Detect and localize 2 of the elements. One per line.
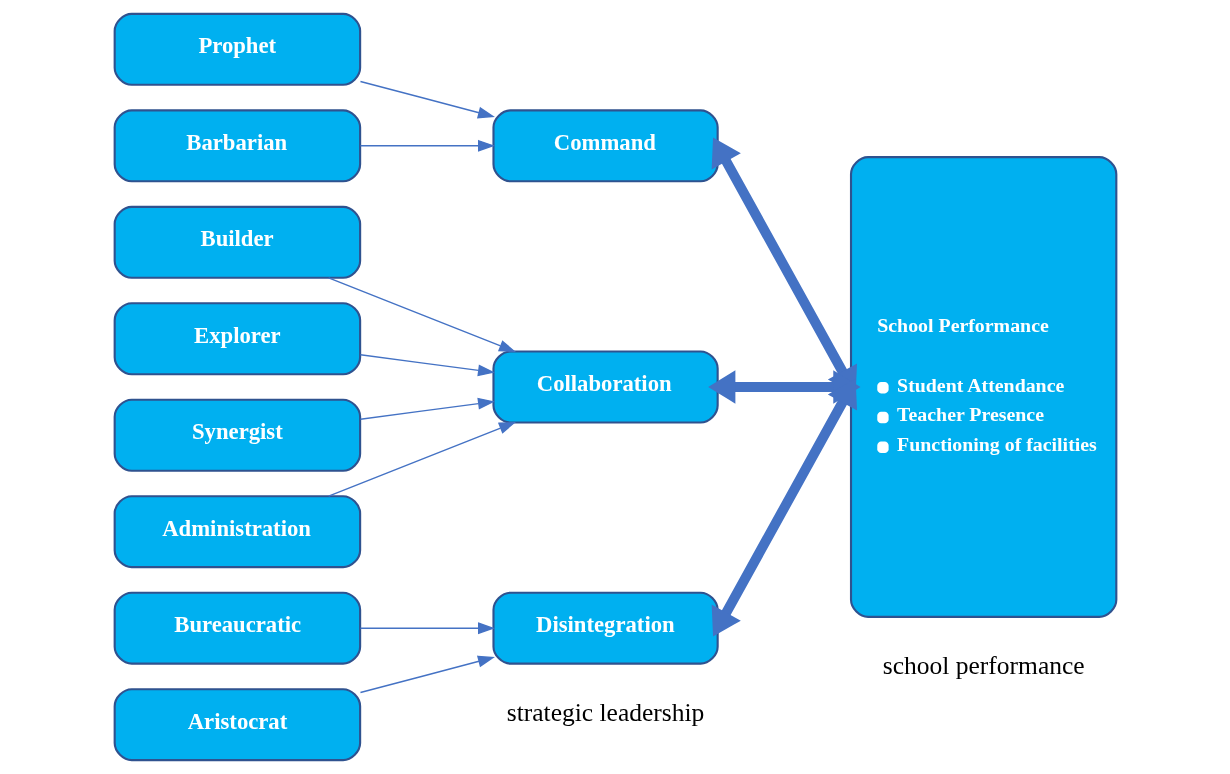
label: strategic leadership	[506, 697, 704, 727]
label: school performance	[882, 651, 1085, 681]
